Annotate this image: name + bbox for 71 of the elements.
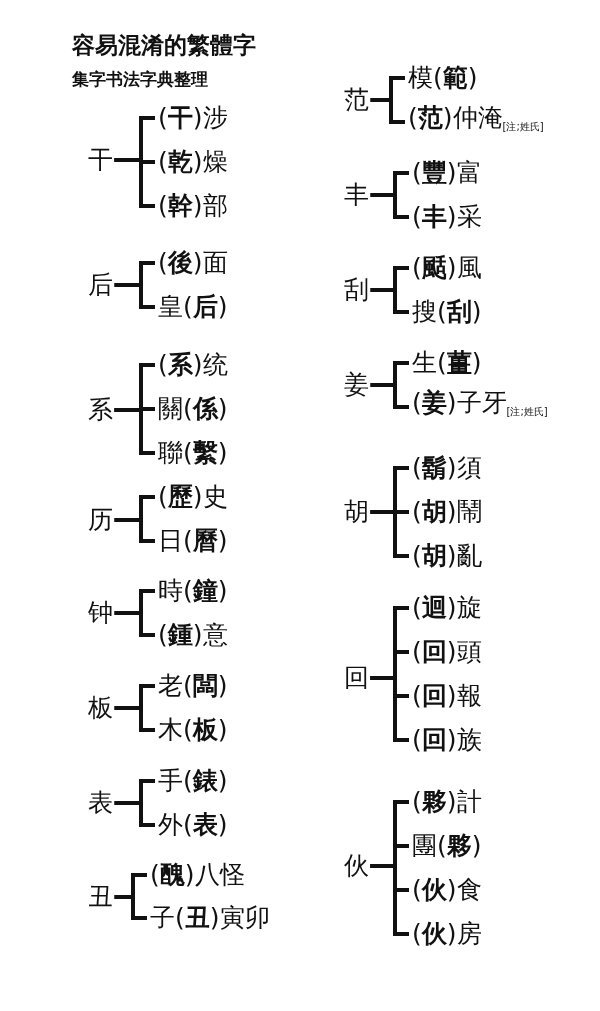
category-character: 刮 (343, 275, 369, 304)
bracket-line (114, 706, 155, 732)
word-text: (胡)亂 (412, 541, 482, 570)
word-text: (回)頭 (412, 637, 482, 666)
word-text: (迴)旋 (412, 593, 482, 622)
word-text: (回)報 (412, 681, 482, 710)
word-text: (系)统 (158, 350, 228, 379)
bracket-line (114, 611, 155, 637)
word-text: 時(鐘) (158, 576, 228, 605)
category-character: 姜 (343, 370, 369, 399)
word-text: (後)面 (158, 248, 228, 277)
bracket-line (114, 801, 155, 827)
word-text: 子(丑)寅卯 (150, 903, 270, 932)
category-character: 历 (87, 505, 113, 534)
category-character: 表 (87, 788, 113, 817)
word-text: 外(表) (158, 810, 228, 839)
word-text: (鍾)意 (158, 620, 228, 649)
word-text: (丰)采 (412, 202, 482, 231)
word-text: (醜)八怪 (150, 860, 245, 889)
word-text: 日(曆) (158, 526, 228, 555)
note-text: [注;姓氏] (502, 120, 544, 132)
word-text: 聯(繫) (158, 438, 228, 467)
word-text: (歷)史 (158, 482, 228, 511)
subtitle: 集字书法字典整理 (72, 68, 208, 91)
word-text: (夥)計 (412, 787, 482, 816)
word-text: 老(闆) (158, 671, 228, 700)
word-text: 木(板) (158, 715, 228, 744)
category-character: 钟 (87, 598, 113, 627)
category-character: 板 (87, 693, 113, 722)
bracket-line (114, 518, 155, 543)
bracket-line (114, 283, 155, 309)
bracket-line (114, 895, 147, 920)
word-text: 手(錶) (158, 766, 228, 795)
word-text: (伙)房 (412, 919, 482, 948)
word-text: (颳)風 (412, 253, 482, 282)
word-text: 團(夥) (412, 831, 482, 860)
title: 容易混淆的繁體字 (72, 31, 256, 60)
word-text: (幹)部 (158, 191, 228, 220)
bracket-line (370, 193, 409, 219)
word-text: 模(範) (408, 63, 478, 92)
bracket-line (370, 864, 409, 936)
word-text: (鬍)須 (412, 453, 482, 482)
bracket-line (114, 408, 155, 455)
word-text: (干)涉 (158, 103, 228, 132)
category-character: 丑 (87, 882, 113, 911)
word-text: (豐)富 (412, 158, 482, 187)
bracket-line (370, 383, 409, 409)
word-text: 皇(后) (158, 292, 228, 321)
word-text: (乾)燥 (158, 147, 228, 176)
category-character: 系 (87, 395, 113, 424)
category-character: 回 (343, 663, 369, 692)
category-character: 后 (87, 270, 113, 299)
category-character: 范 (343, 85, 369, 114)
category-character: 伙 (343, 851, 369, 880)
word-text: (范)仲淹 (408, 102, 503, 132)
word-text: 關(係) (158, 394, 228, 423)
word-text: (伙)食 (412, 875, 482, 904)
bracket-line (370, 288, 409, 314)
bracket-line (114, 158, 155, 208)
category-character: 丰 (343, 180, 369, 209)
word-text: 生(薑) (412, 348, 482, 377)
word-text: (回)族 (412, 725, 482, 754)
bracket-line (370, 98, 405, 124)
word-text: 搜(刮) (412, 297, 482, 326)
category-character: 胡 (343, 497, 369, 526)
word-text: (胡)鬧 (412, 497, 482, 526)
note-text: [注;姓氏] (506, 405, 548, 417)
bracket-line (370, 510, 409, 558)
word-text: (姜)子牙 (412, 387, 507, 417)
bracket-line (370, 676, 409, 742)
category-character: 干 (87, 145, 113, 174)
